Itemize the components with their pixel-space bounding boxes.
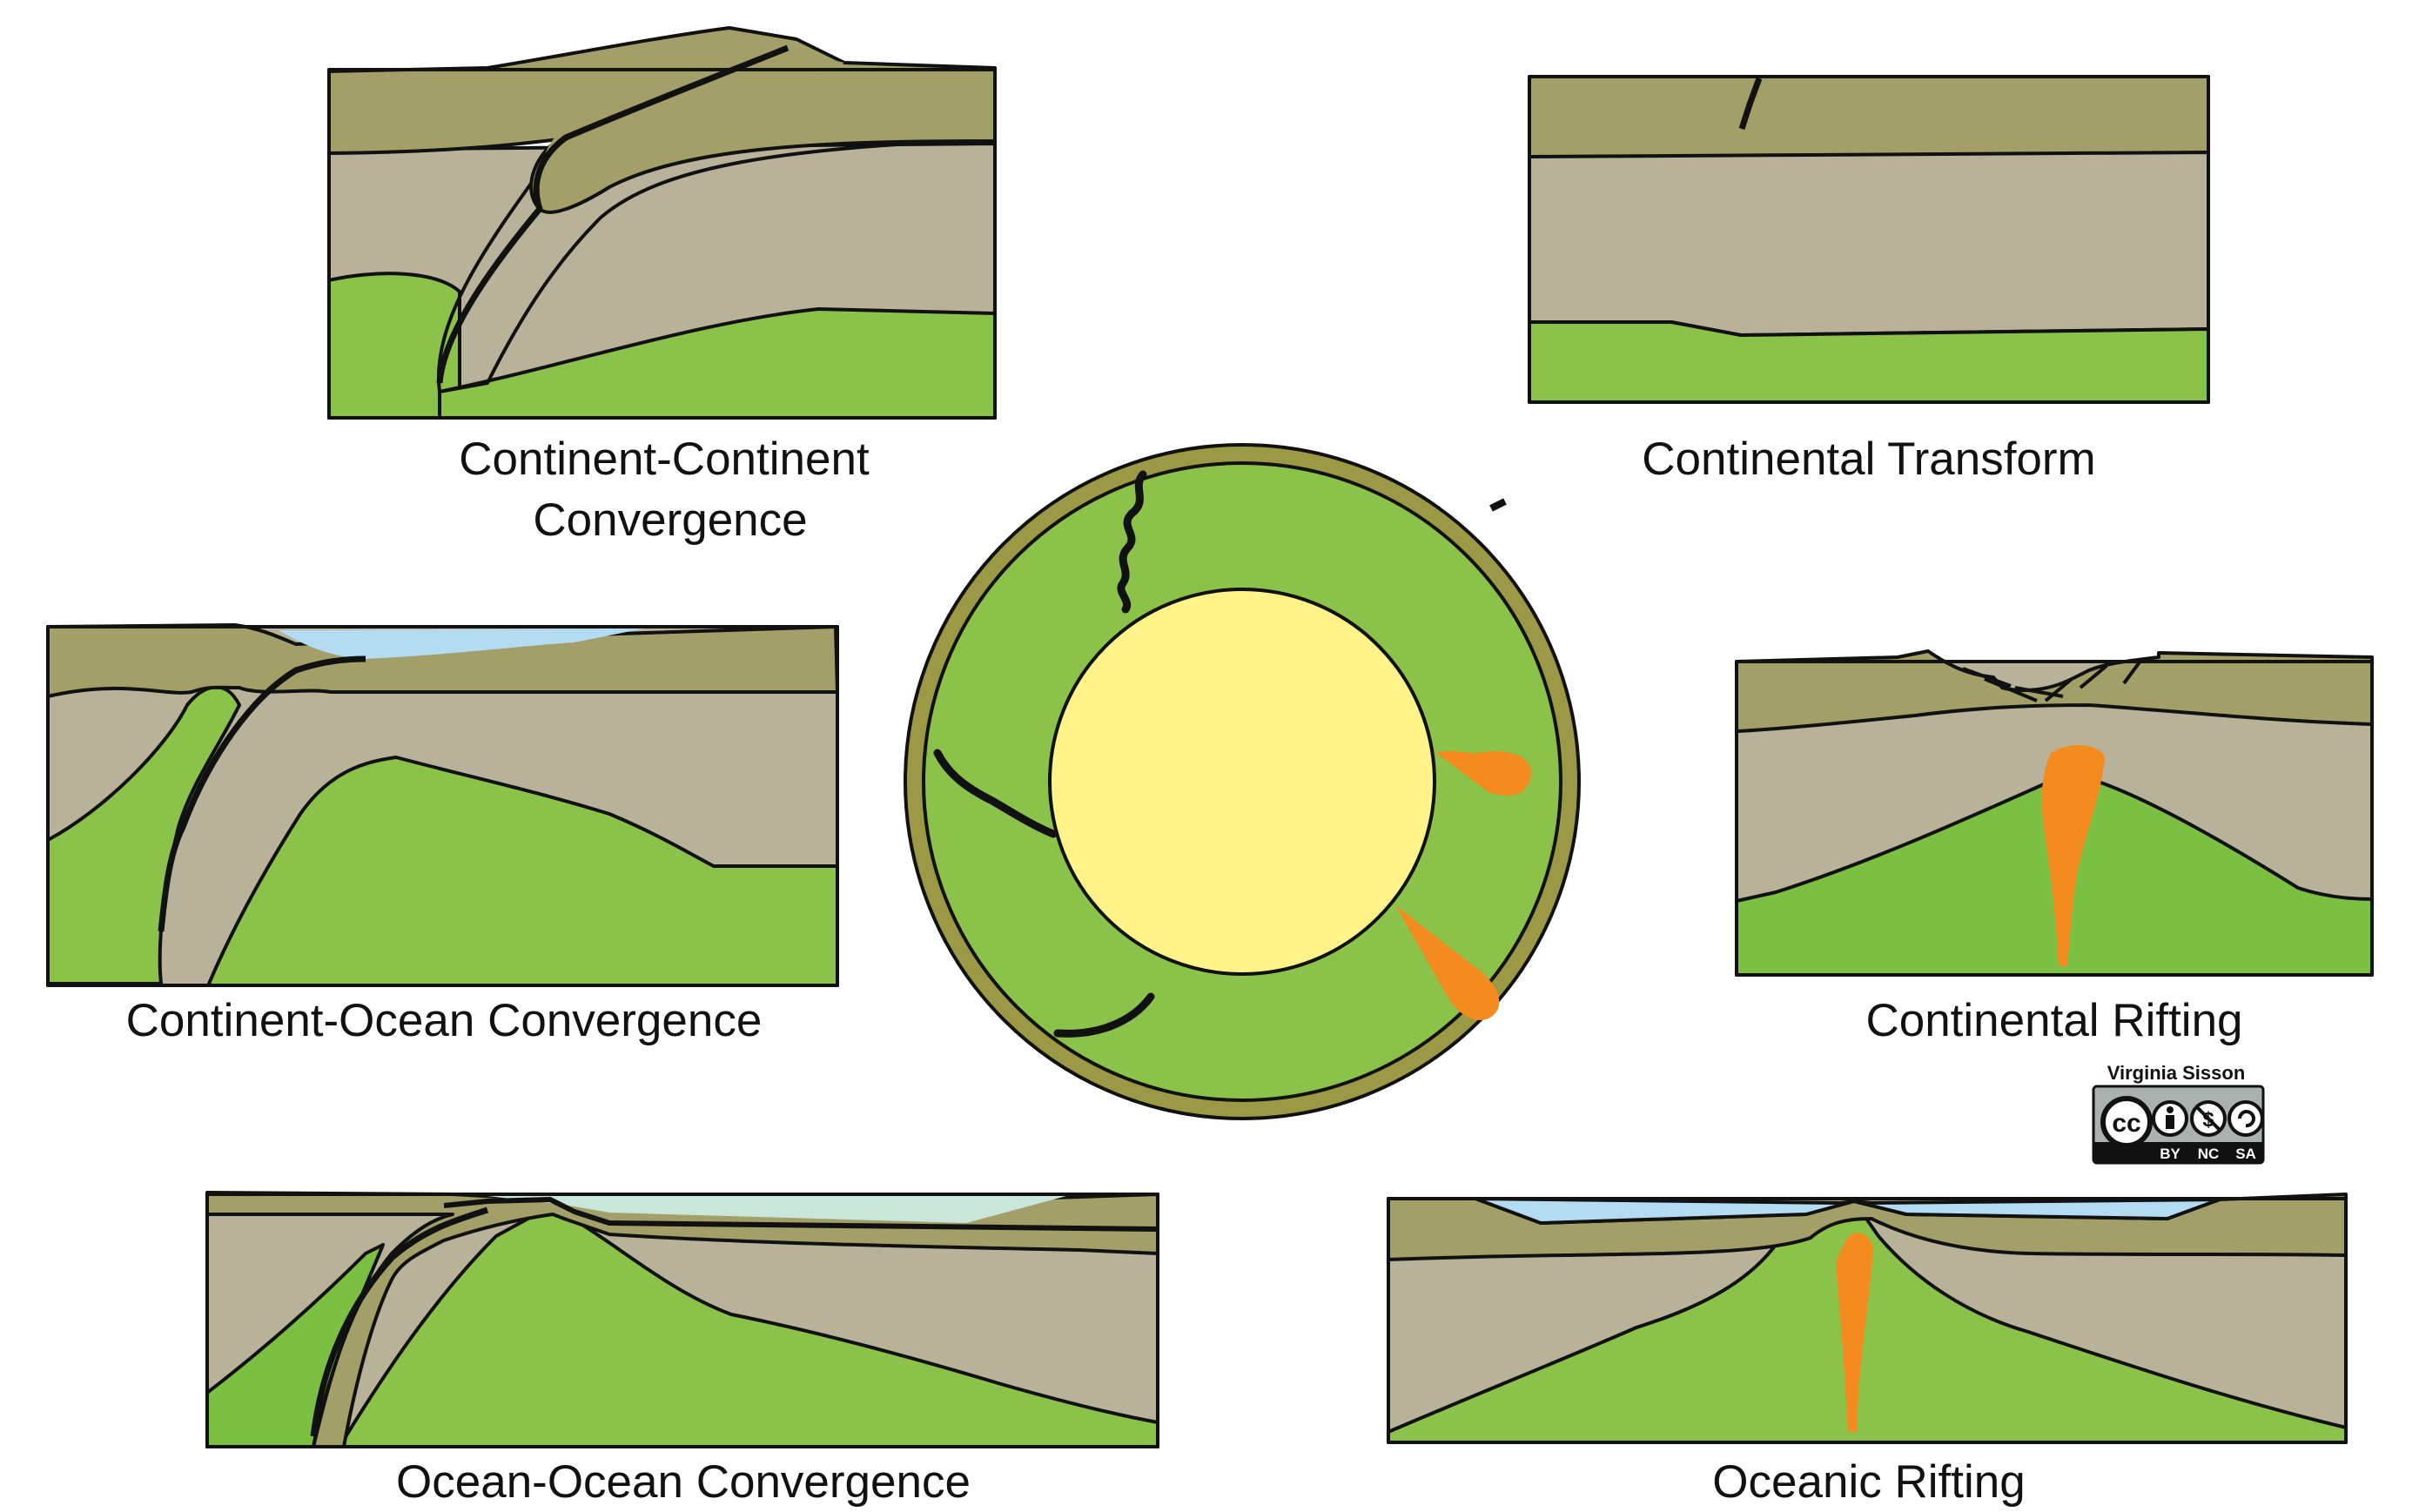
or-crust: [1387, 1193, 2348, 1261]
earth-magma-plume-1: [1436, 750, 1532, 796]
license-badge: Virginia Sisson cc $ BY NC SA: [2092, 1062, 2265, 1165]
cc-label-line1: Continent-Continent: [459, 433, 870, 485]
continental-rifting-panel: [1735, 649, 2374, 977]
oo-fault: [310, 1206, 489, 1437]
sa-label: SA: [2235, 1146, 2256, 1162]
cc-fault: [436, 44, 790, 384]
author-credit: Virginia Sisson: [2107, 1062, 2246, 1084]
ct-fault: [1738, 77, 1763, 131]
cc-asthenosphere-right: [438, 307, 997, 420]
sa-sharealike-icon: [2227, 1100, 2264, 1137]
cc-label-line2: Convergence: [533, 494, 807, 546]
cc-logo-icon: [2100, 1096, 2153, 1148]
earth-left-fault: [933, 749, 1058, 838]
earth-bottom-fault: [1053, 992, 1155, 1038]
ct-mantle: [1528, 151, 2210, 337]
ct-asthenosphere: [1528, 320, 2210, 404]
or-magma: [1836, 1233, 1873, 1432]
oo-arc-line: [443, 1197, 1159, 1232]
cc-logo-text: cc: [2112, 1109, 2140, 1138]
oo-asthenosphere-main: [338, 1205, 1159, 1448]
co-crust: [46, 623, 839, 698]
co-convergence-panel: [46, 623, 839, 987]
by-label: BY: [2160, 1146, 2180, 1162]
earth-top-right-tick: [1489, 498, 1507, 512]
ct-crust: [1528, 75, 2210, 158]
or-ocean: [1474, 1197, 2221, 1225]
continental-transform-panel: [1528, 75, 2210, 404]
co-fault: [158, 655, 366, 932]
earth-magma-plume-2: [1395, 905, 1500, 1020]
oo-label: Ocean-Ocean Convergence: [396, 1456, 971, 1508]
cc-slab-crust: [540, 50, 844, 209]
cc-asthenosphere: [327, 272, 461, 420]
cr-normal-faults: [1962, 658, 2143, 702]
oo-shallow-sea: [487, 1196, 1066, 1223]
co-label: Continent-Ocean Convergence: [126, 995, 763, 1046]
ct-label: Continental Transform: [1642, 433, 2095, 485]
nc-label: NC: [2198, 1146, 2220, 1162]
oo-convergence-panel: [205, 1191, 1159, 1448]
cr-label: Continental Rifting: [1865, 995, 2242, 1046]
co-asthenosphere-right: [207, 756, 839, 987]
oceanic-rifting-panel: [1387, 1193, 2348, 1444]
or-asthenosphere: [1387, 1200, 2348, 1444]
earth-cross-section: [904, 443, 1581, 1120]
co-ocean: [279, 628, 644, 659]
cc-convergence-panel: [327, 26, 997, 420]
or-label: Oceanic Rifting: [1712, 1456, 2025, 1508]
earth-core: [1048, 588, 1436, 976]
cr-magma: [2041, 744, 2105, 966]
earth-zigzag-fault: [1117, 470, 1147, 614]
